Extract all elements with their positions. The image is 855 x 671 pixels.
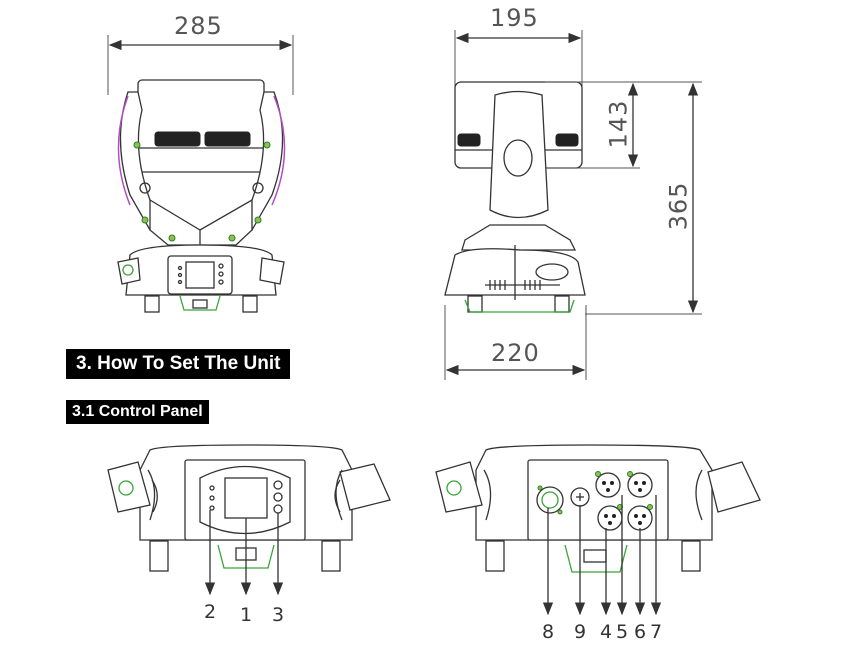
dimension-285-label: 285: [174, 12, 223, 40]
callout-label: 2: [203, 601, 217, 623]
callout-label: 9: [573, 621, 587, 643]
callout-label: 4: [599, 621, 613, 643]
dimension-143-label: 143: [604, 99, 633, 149]
section-heading-control-panel: 3.1 Control Panel: [66, 400, 209, 424]
front-head: [137, 79, 265, 173]
dimension-220-label: 220: [491, 339, 540, 367]
section-heading-how-to-set: 3. How To Set The Unit: [66, 349, 291, 379]
callout-label: 1: [239, 604, 253, 626]
side-view-drawing: [444, 30, 702, 380]
dimension-195-label: 195: [490, 4, 539, 32]
callout-label: 8: [541, 621, 555, 643]
callout-label: 5: [615, 621, 629, 643]
callout-label: 6: [633, 621, 647, 643]
control-panel-front-drawing: [107, 444, 391, 596]
callout-label: 7: [649, 621, 663, 643]
callout-label: 3: [271, 604, 285, 626]
front-view-drawing: [107, 35, 294, 313]
dimension-365-label: 365: [664, 181, 693, 231]
control-panel-rear-drawing: [435, 444, 761, 616]
